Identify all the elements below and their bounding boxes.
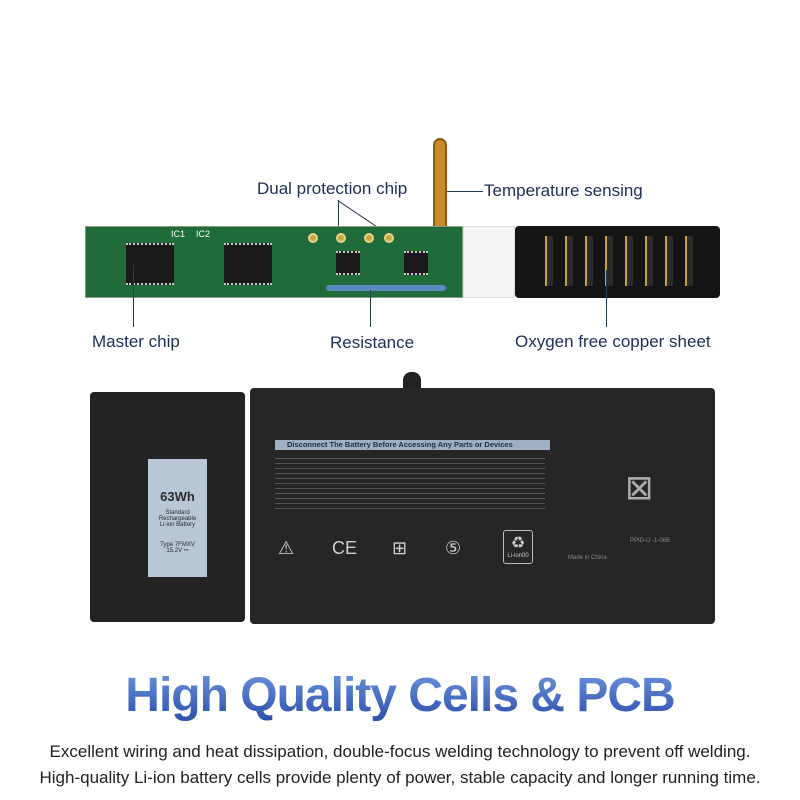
made-in: Made in China [568,555,607,561]
ppid: PPID-U -1-06B [630,538,671,544]
callout-copper: Oxygen free copper sheet [515,332,711,351]
ic1-label: IC1 [171,229,186,239]
resistor [326,285,446,291]
china-rohs-icon: ⑤ [445,538,462,558]
protection-chip [404,251,428,275]
li-ion-recycle-icon: ♻Li-ion00 [503,530,533,564]
pcb-white-section [463,226,515,298]
pointer-line [447,191,483,192]
warning-triangle-icon: ⚠ [278,538,295,558]
wee-bin-icon: ⊠ [625,469,654,507]
temperature-sensor-strip [433,138,447,230]
headline: High Quality Cells & PCB [0,668,800,723]
callout-temperature: Temperature sensing [484,181,643,200]
callout-master-chip: Master chip [92,332,180,351]
callout-resistance: Resistance [330,333,415,352]
battery-pack: 63Wh Standard Rechargeable Li-ion Batter… [90,372,722,636]
copper-connector [515,226,720,298]
recycle-mark-icon: ⊞ [392,538,408,558]
pcb-board: IC1 IC2 [85,226,463,298]
label-line: Li-ion Battery [159,522,196,528]
battery-cell-main: Disconnect The Battery Before Accessing … [250,388,715,624]
label-line: Standard [165,510,190,516]
ic2-chip [224,243,272,285]
pad [364,233,374,243]
master-chip [126,243,174,285]
callout-dual-protection: Dual protection chip [257,179,408,198]
pointer-line [133,265,134,327]
capacity: 63Wh [160,489,195,504]
battery-label: 63Wh Standard Rechargeable Li-ion Batter… [148,459,207,577]
voltage: 15.2V ⎓ [166,548,189,554]
pad [384,233,394,243]
pad [308,233,318,243]
description-line-2: High-quality Li-ion battery cells provid… [39,768,761,787]
warning-banner: Disconnect The Battery Before Accessing … [275,440,550,450]
model: Type 7FMXV [160,542,195,548]
pointer-line [606,270,607,327]
label-line: Rechargeable [158,516,197,522]
pointer-line [338,200,339,240]
pad [336,233,346,243]
pointer-line [370,290,371,327]
li-ion-text: Li-ion00 [507,553,529,559]
ic2-label: IC2 [196,229,211,239]
description-line-1: Excellent wiring and heat dissipation, d… [49,742,751,761]
ce-mark: CE [332,538,358,558]
protection-chip [336,251,360,275]
battery-cell-left: 63Wh Standard Rechargeable Li-ion Batter… [90,392,245,622]
